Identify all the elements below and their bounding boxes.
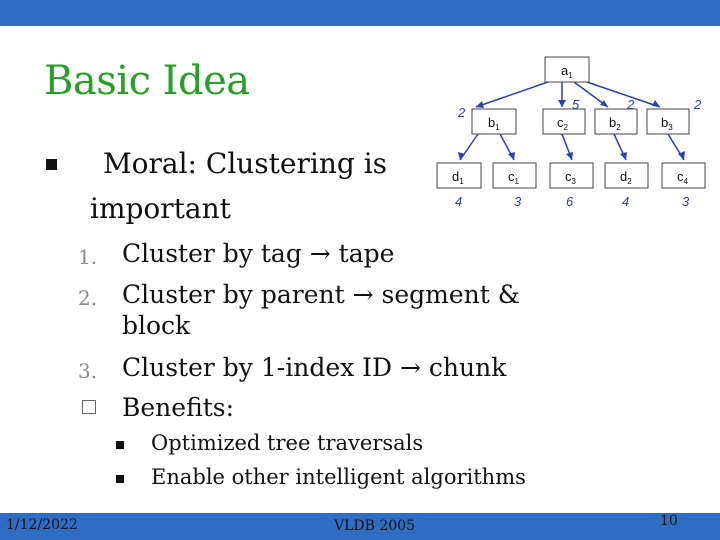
item-1-text: Cluster by tag → tape <box>122 239 395 268</box>
sub-item-2: Enable other intelligent algorithms <box>151 465 526 489</box>
node-b2 <box>594 108 638 135</box>
item-2-marker: 2. <box>78 286 98 310</box>
footer-page-number: 10 <box>660 513 678 529</box>
label-a1: a1 <box>561 63 573 80</box>
node-c2 <box>542 108 586 135</box>
footer-conference: VLDB 2005 <box>334 518 415 534</box>
top-bar <box>0 0 720 26</box>
main-bullet-marker <box>46 159 57 170</box>
item-2-text-line1: Cluster by parent → segment & <box>122 280 520 309</box>
tree-diagram: a1 b1 c2 b2 b3 d1 c1 c3 d2 c4 2 5 2 2 4 … <box>436 56 706 209</box>
node-c1 <box>492 162 537 189</box>
label-d2: d2 <box>620 169 632 186</box>
weight-d1: 4 <box>455 194 462 209</box>
label-c2: c2 <box>557 115 569 132</box>
item-4-text: Benefits: <box>122 393 235 422</box>
main-bullet-line2: important <box>90 192 231 225</box>
node-d2 <box>604 162 649 189</box>
slide-title: Basic Idea <box>44 58 250 104</box>
node-c4 <box>661 162 706 189</box>
label-d1: d1 <box>452 169 464 186</box>
node-b1 <box>471 108 517 135</box>
label-c3: c3 <box>565 169 577 186</box>
main-bullet-line1: Moral: Clustering is <box>103 147 388 180</box>
label-b2: b2 <box>609 115 621 132</box>
weight-d2: 4 <box>622 194 629 209</box>
item-2-text-line2: block <box>122 311 191 340</box>
weight-b2: 2 <box>626 97 635 112</box>
footer-date: 1/12/2022 <box>6 517 78 533</box>
weight-c2: 5 <box>572 97 580 112</box>
weight-c4: 3 <box>682 194 690 209</box>
weight-b1: 2 <box>457 105 466 120</box>
sub-item-1: Optimized tree traversals <box>151 431 424 455</box>
edge-a1-b1 <box>475 81 549 108</box>
node-d1 <box>436 162 482 189</box>
label-c1: c1 <box>508 169 520 186</box>
weight-c3: 6 <box>566 194 574 209</box>
node-b3 <box>646 108 690 135</box>
label-b3: b3 <box>661 115 673 132</box>
label-c4: c4 <box>677 169 689 186</box>
edge-a1-b3 <box>586 81 661 108</box>
sub-bullet-1-marker <box>116 441 124 449</box>
weight-c1: 3 <box>514 194 522 209</box>
item-3-text: Cluster by 1-index ID → chunk <box>122 353 507 382</box>
node-c3 <box>549 162 594 189</box>
item-1-marker: 1. <box>78 245 98 269</box>
item-4-checkbox-marker <box>82 400 96 414</box>
sub-bullet-2-marker <box>116 475 124 483</box>
label-b1: b1 <box>488 115 500 132</box>
node-a1 <box>544 56 590 83</box>
item-3-marker: 3. <box>78 359 98 383</box>
footer-bar: 1/12/2022 VLDB 2005 10 <box>0 513 720 540</box>
weight-b3: 2 <box>693 97 702 112</box>
